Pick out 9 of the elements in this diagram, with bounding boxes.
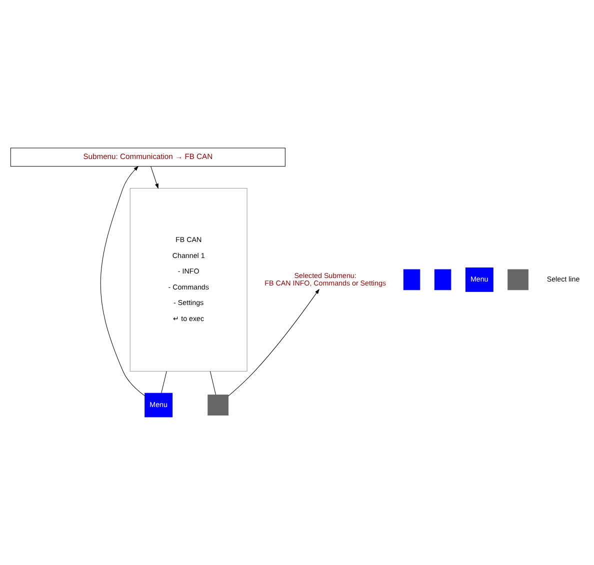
connector (161, 371, 167, 394)
arrow (150, 166, 158, 189)
arrow (100, 166, 146, 396)
node-box (208, 394, 228, 416)
arrow (228, 288, 320, 396)
node-box (508, 269, 528, 290)
node-box (403, 269, 420, 290)
node-box (434, 269, 452, 290)
connector (210, 371, 216, 395)
